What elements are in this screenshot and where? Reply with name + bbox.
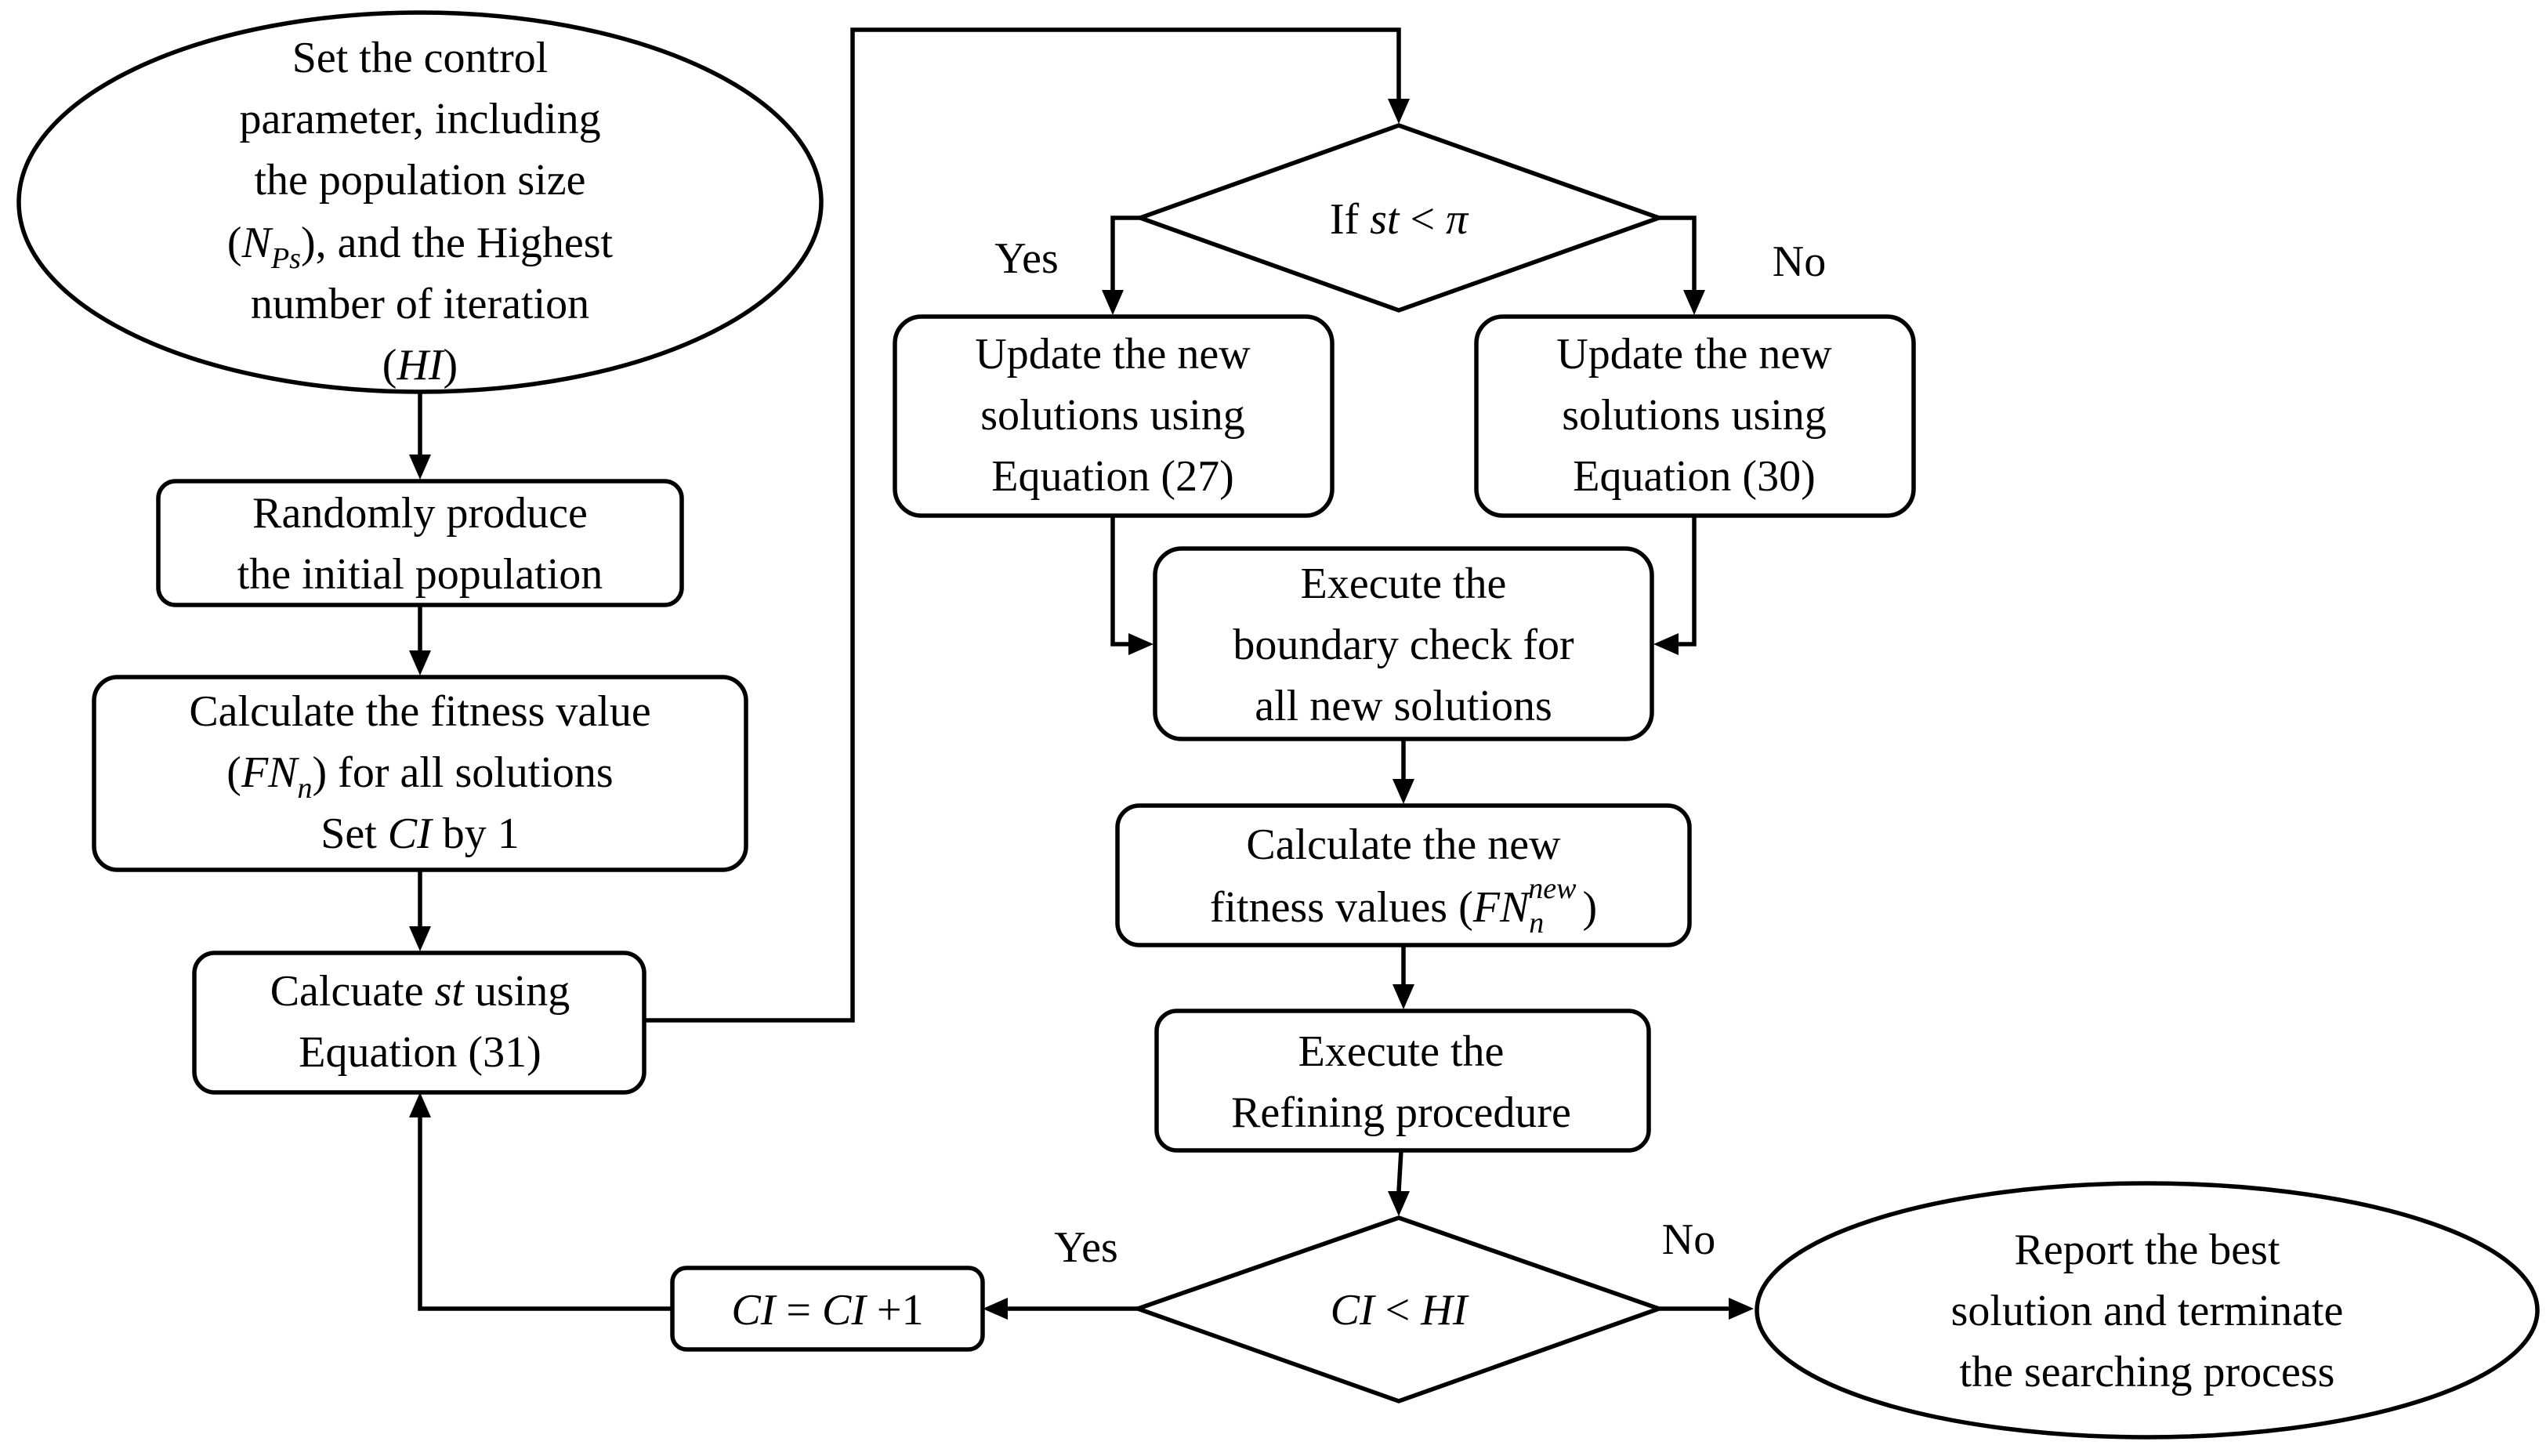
- update-yes-line-1: Update the new: [975, 330, 1251, 378]
- arrowhead-decision1: [1388, 99, 1410, 124]
- arrowhead-update-no: [1683, 290, 1705, 315]
- arrow-update-yes-to-boundary: [1110, 516, 1128, 647]
- start-line-5: number of iteration: [251, 280, 589, 328]
- arrow-decision1-yes: [1110, 216, 1140, 290]
- new-fitness-line-2: fitness values (FNnnew): [1210, 872, 1597, 940]
- refine-box: [1154, 1009, 1651, 1153]
- connectors: [409, 27, 1754, 1320]
- decision1-node: If st < π Yes No: [994, 123, 1826, 313]
- start-line-6: (HI): [382, 341, 458, 389]
- new-fitness-line-1: Calculate the new: [1246, 820, 1561, 869]
- arrow-st-to-decision1: [644, 27, 1401, 1023]
- start-line-2: parameter, including: [239, 95, 600, 143]
- arrow-decision1-no: [1659, 216, 1697, 290]
- decision2-node: CI < HI Yes No: [1054, 1215, 1715, 1403]
- arrowhead-increment: [983, 1298, 1008, 1320]
- update-no-line-3: Equation (30): [1573, 452, 1815, 501]
- arrowhead-decision2: [1388, 1191, 1410, 1216]
- increment-label: CI = CI +1: [731, 1286, 923, 1335]
- st-line-1: Calcuate st using: [270, 967, 570, 1016]
- boundary-line-1: Execute the: [1301, 560, 1507, 608]
- arrowhead-loop-st: [409, 1092, 431, 1117]
- st-line-2: Equation (31): [299, 1028, 541, 1077]
- decision1-yes-label: Yes: [994, 234, 1058, 283]
- report-line-1: Report the best: [2014, 1226, 2280, 1274]
- start-line-3: the population size: [254, 156, 585, 205]
- report-line-2: solution and terminate: [1951, 1287, 2344, 1335]
- fitness-line-2: (FNn) for all solutions: [226, 748, 613, 805]
- arrowhead-report: [1729, 1298, 1754, 1320]
- arrowhead-st: [409, 926, 431, 951]
- init-line-2: the initial population: [237, 550, 603, 599]
- update-yes-node: Update the new solutions using Equation …: [893, 314, 1335, 518]
- init-box: [156, 479, 684, 607]
- arrowhead-refine: [1393, 984, 1414, 1009]
- boundary-line-2: boundary check for: [1233, 621, 1574, 669]
- boundary-box: [1153, 546, 1654, 741]
- arrow-update-no-to-boundary: [1679, 516, 1697, 647]
- update-no-node: Update the new solutions using Equation …: [1474, 314, 1916, 518]
- update-no-line-2: solutions using: [1562, 391, 1827, 440]
- decision2-yes-label: Yes: [1054, 1223, 1117, 1272]
- update-no-line-1: Update the new: [1556, 330, 1832, 378]
- update-no-box: [1474, 314, 1916, 518]
- init-line-1: Randomly produce: [252, 489, 588, 538]
- report-line-3: the searching process: [1960, 1348, 2335, 1396]
- new-fitness-node: Calculate the new fitness values (FNnnew…: [1115, 803, 1692, 947]
- increment-box: [670, 1266, 985, 1352]
- update-yes-line-2: solutions using: [980, 391, 1245, 440]
- arrowhead-fitness: [409, 650, 431, 675]
- decision1-diamond: [1133, 123, 1666, 313]
- new-fitness-box: [1115, 803, 1692, 947]
- fitness-node: Calculate the fitness value (FNn) for al…: [92, 675, 748, 872]
- start-line-1: Set the control: [292, 34, 549, 82]
- start-ellipse: [16, 10, 824, 394]
- boundary-node: Execute the boundary check for all new s…: [1153, 546, 1654, 741]
- arrowhead-new-fitness: [1393, 779, 1414, 804]
- st-node: Calcuate st using Equation (31): [192, 951, 646, 1095]
- fitness-line-3: Set CI by 1: [321, 809, 520, 858]
- decision1-label: If st < π: [1330, 195, 1469, 244]
- boundary-line-3: all new solutions: [1255, 682, 1552, 730]
- decision2-no-label: No: [1662, 1215, 1715, 1264]
- report-ellipse: [1755, 1181, 2540, 1440]
- init-node: Randomly produce the initial population: [156, 479, 684, 607]
- report-node: Report the best solution and terminate t…: [1755, 1181, 2540, 1440]
- arrowhead-boundary-right: [1653, 633, 1679, 655]
- decision2-diamond: [1131, 1215, 1666, 1403]
- refine-line-1: Execute the: [1298, 1027, 1505, 1076]
- start-line-4: (NPs), and the Highest: [227, 219, 614, 275]
- fitness-line-1: Calculate the fitness value: [189, 687, 650, 736]
- arrow-increment-loop-back: [418, 1117, 672, 1311]
- increment-node: CI = CI +1: [670, 1266, 985, 1352]
- decision1-no-label: No: [1773, 237, 1826, 286]
- update-yes-line-3: Equation (27): [991, 452, 1233, 501]
- arrowhead-update-yes: [1102, 290, 1124, 315]
- arrow-refine-to-decision2: [1396, 1150, 1403, 1192]
- decision2-label: CI < HI: [1331, 1286, 1469, 1335]
- st-box: [192, 951, 646, 1095]
- start-node: Set the control parameter, including the…: [16, 10, 824, 394]
- fitness-box: [92, 675, 748, 872]
- arrowhead-init: [409, 455, 431, 480]
- update-yes-box: [893, 314, 1335, 518]
- refine-line-2: Refining procedure: [1231, 1088, 1571, 1137]
- arrowhead-boundary-left: [1128, 633, 1153, 655]
- refine-node: Execute the Refining procedure: [1154, 1009, 1651, 1153]
